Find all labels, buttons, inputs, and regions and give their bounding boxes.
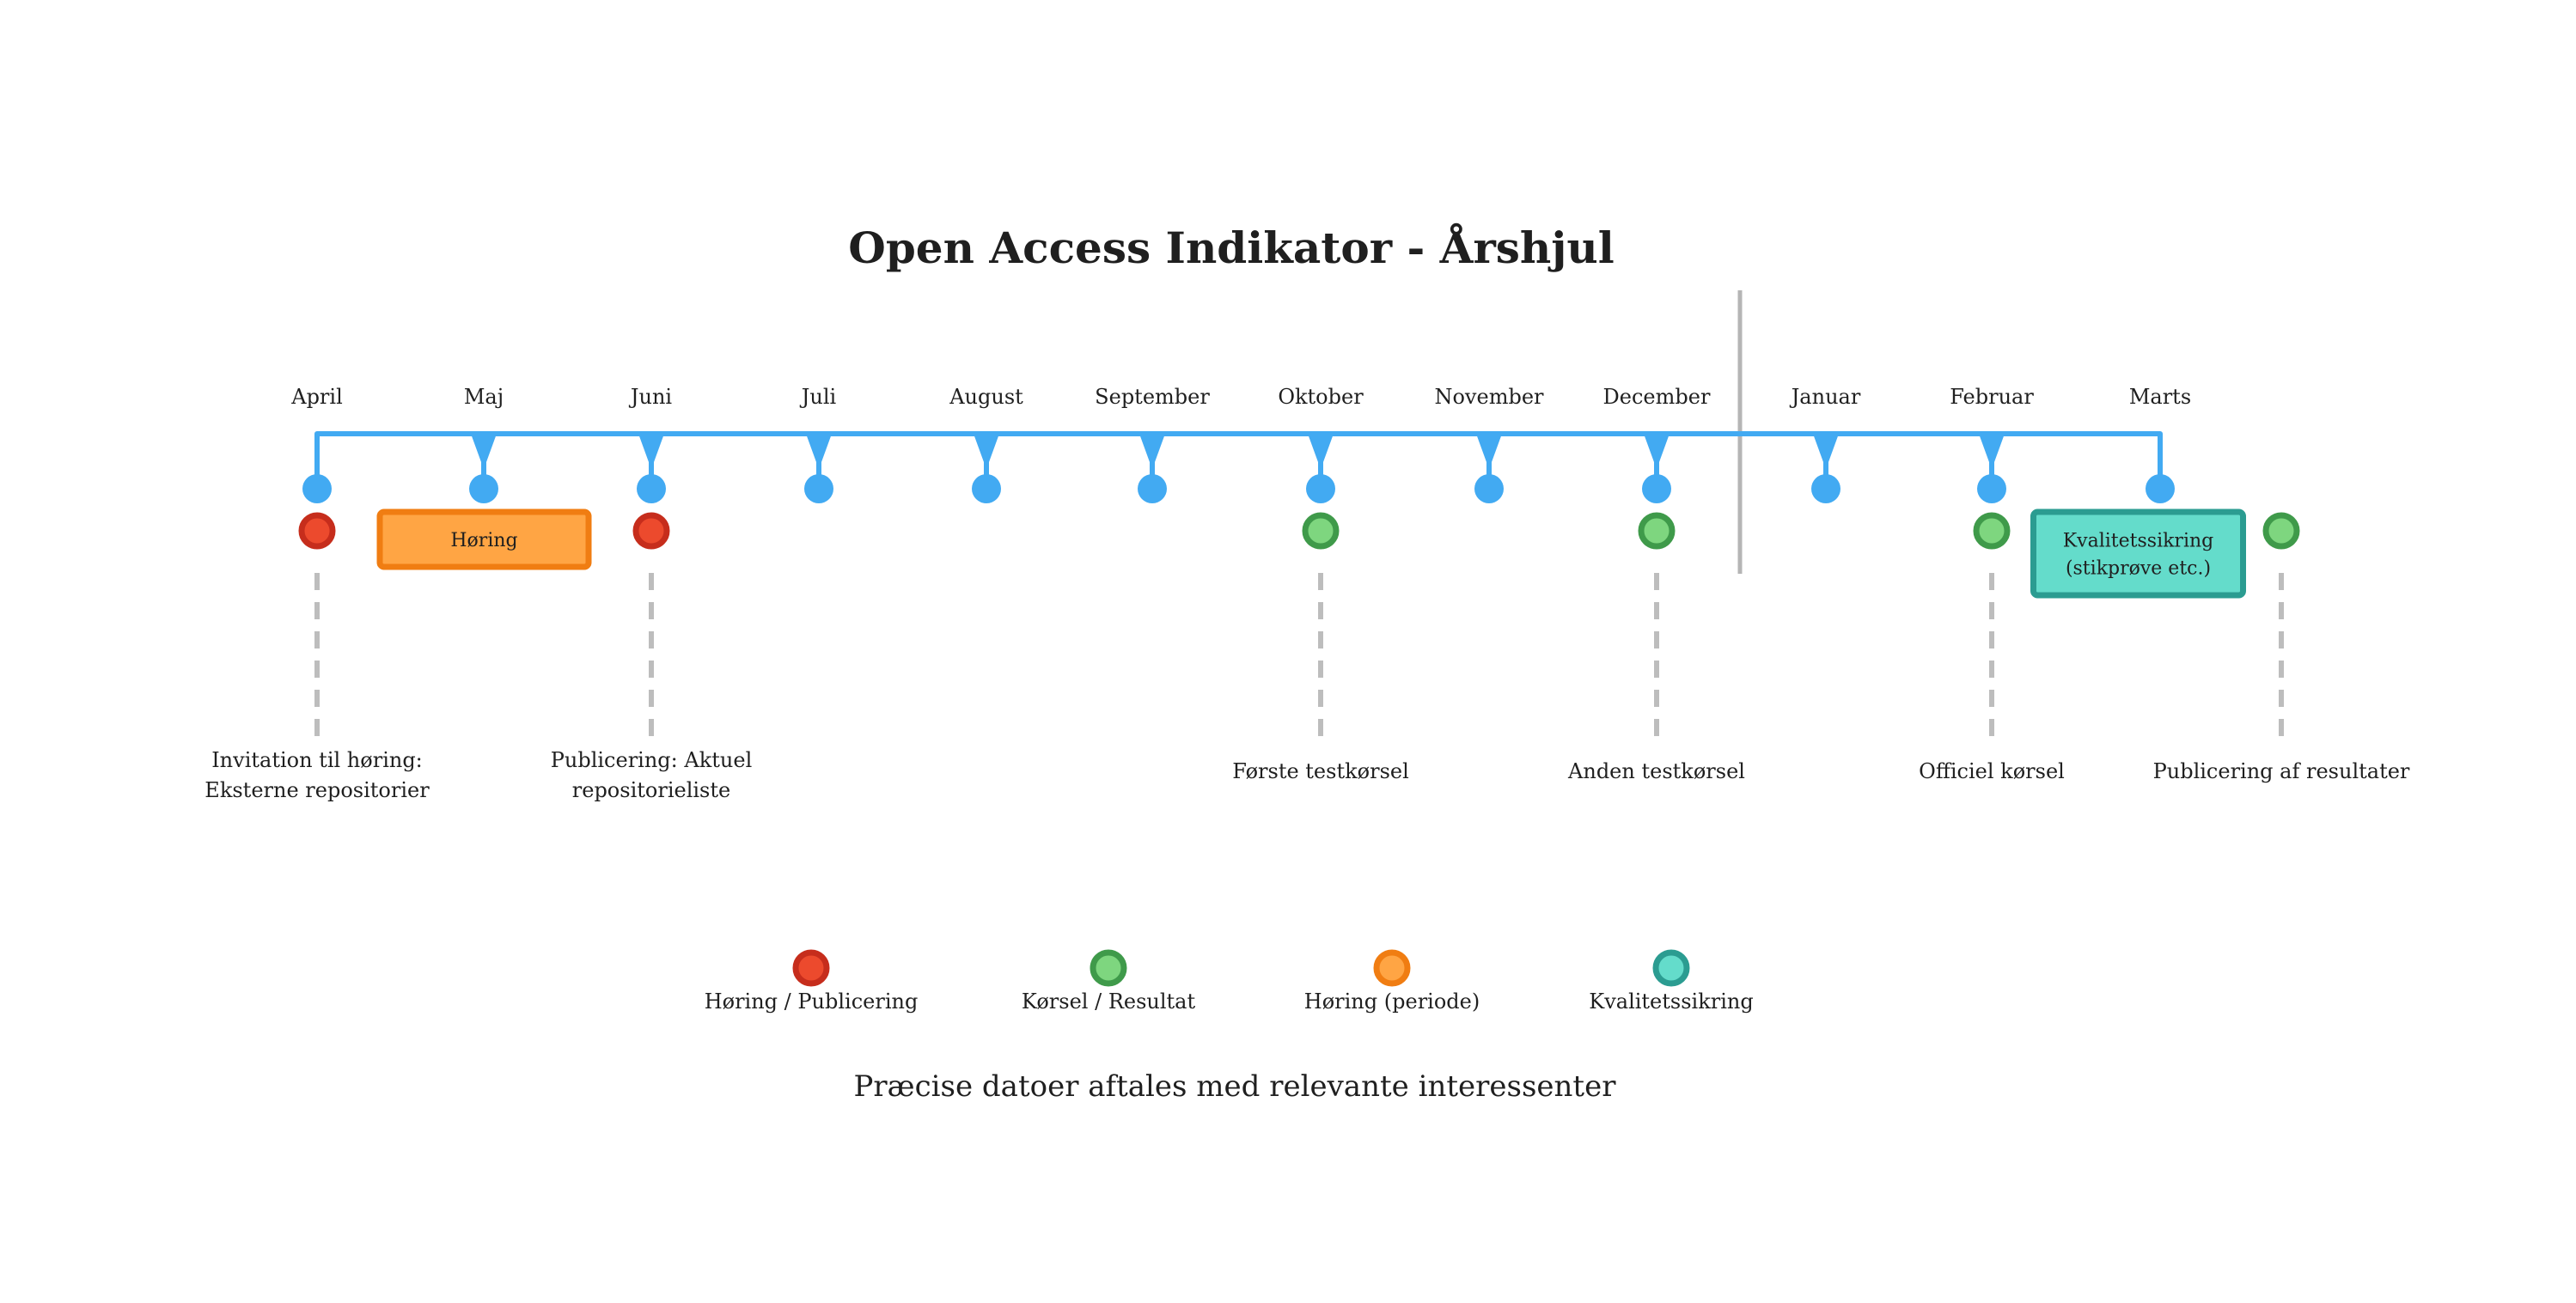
legend-swatch (792, 949, 830, 987)
month-dot (469, 474, 498, 503)
event-label: repositorieliste (572, 778, 730, 802)
legend-swatch (1652, 949, 1690, 987)
event-anden-testkorsel: Anden testkørsel (1567, 512, 1745, 783)
month-label: Oktober (1278, 385, 1364, 409)
month-dot (1474, 474, 1504, 503)
period-label: Kvalitetssikring (2063, 531, 2214, 552)
month-dot (1977, 474, 2006, 503)
event-officiel-korsel: Officiel kørsel (1919, 512, 2065, 783)
event-marker (298, 512, 336, 550)
period-box (2030, 508, 2246, 599)
month-label: Juni (628, 385, 673, 409)
month-november: November (1434, 385, 1544, 503)
month-label: December (1603, 385, 1711, 409)
event-label: Anden testkørsel (1567, 759, 1745, 783)
event-label: Invitation til høring: (211, 748, 423, 772)
month-dot (1811, 474, 1840, 503)
legend-label: Høring (periode) (1304, 989, 1480, 1014)
period-horing: Høring (376, 508, 592, 570)
event-marker (1302, 512, 1340, 550)
event-label: Publicering: Aktuel (551, 748, 753, 772)
month-dot (1642, 474, 1671, 503)
month-juni: Juni (628, 385, 673, 503)
month-tick (471, 434, 497, 489)
month-dot (1306, 474, 1335, 503)
month-dot (1138, 474, 1167, 503)
month-label: Februar (1950, 385, 2034, 409)
month-label: Juli (799, 385, 837, 409)
month-tick (638, 434, 664, 489)
timeline: April Maj Juni Juli August September Oktober No… (290, 385, 2191, 503)
event-forste-testkorsel: Første testkørsel (1232, 512, 1409, 783)
timeline-line (314, 431, 2163, 489)
month-tick (1979, 434, 2005, 489)
month-tick (974, 434, 999, 489)
month-tick (1644, 434, 1670, 489)
legend-swatch (1090, 949, 1127, 987)
event-publicering-af-resultater: Publicering af resultater (2153, 512, 2410, 783)
month-tick (1813, 434, 1839, 489)
month-december: December (1603, 385, 1711, 503)
legend-swatch (1373, 949, 1411, 987)
month-label: April (290, 385, 343, 409)
event-marker (632, 512, 670, 550)
period-label: Høring (450, 530, 517, 551)
event-marker (1973, 512, 2011, 550)
month-dot (637, 474, 666, 503)
month-label: August (949, 385, 1023, 409)
period-kvalitetssikring-stikprove-etc: Kvalitetssikring (stikprøve etc.) (2030, 508, 2246, 599)
event-label: Eksterne repositorier (204, 778, 430, 802)
month-dot (804, 474, 833, 503)
month-tick (806, 434, 832, 489)
events: Invitation til høring: Eksterne repositor… (204, 508, 2410, 802)
month-tick (1308, 434, 1334, 489)
event-label: Første testkørsel (1232, 759, 1409, 783)
month-marts: Marts (2129, 385, 2191, 503)
period-box (376, 508, 592, 570)
diagram-title: Open Access Indikator - Årshjul (848, 222, 1614, 273)
month-label: September (1095, 385, 1210, 409)
legend-label: Høring / Publicering (705, 989, 919, 1014)
legend-label: Kørsel / Resultat (1022, 989, 1196, 1014)
legend-label: Kvalitetssikring (1589, 989, 1753, 1014)
month-label: Januar (1789, 385, 1861, 409)
month-juli: Juli (799, 385, 837, 503)
month-tick (1139, 434, 1165, 489)
month-label: Maj (464, 385, 504, 409)
month-dot (2146, 474, 2175, 503)
month-september: September (1095, 385, 1210, 503)
period-label: (stikprøve etc.) (2066, 558, 2211, 580)
month-februar: Februar (1950, 385, 2034, 503)
event-marker (2262, 512, 2300, 550)
legend-item-horing-periode: Høring (periode) (1304, 949, 1480, 1014)
legend-item-horing-publicering: Høring / Publicering (705, 949, 919, 1014)
month-august: August (949, 385, 1023, 503)
month-tick (1476, 434, 1502, 489)
legend: Høring / Publicering Kørsel / Resultat Hør… (705, 949, 1754, 1014)
event-publicering-aktuel-repositorieliste: Publicering: Aktuel repositorieliste (551, 512, 753, 802)
month-label: November (1434, 385, 1544, 409)
event-label: Publicering af resultater (2153, 759, 2410, 783)
month-dot (302, 474, 332, 503)
month-oktober: Oktober (1278, 385, 1364, 503)
event-invitation-til-horing-eksterne-repositorier: Invitation til høring: Eksterne repositor… (204, 512, 430, 802)
month-maj: Maj (464, 385, 504, 503)
legend-item-kvalitetssikring: Kvalitetssikring (1589, 949, 1754, 1014)
event-marker (1638, 512, 1676, 550)
month-label: Marts (2129, 385, 2191, 409)
month-april: April (290, 385, 343, 503)
footnote: Præcise datoer aftales med relevante int… (854, 1069, 1617, 1104)
month-dot (972, 474, 1001, 503)
event-label: Officiel kørsel (1919, 759, 2065, 783)
month-januar: Januar (1789, 385, 1861, 503)
legend-item-korsel-resultat: Kørsel / Resultat (1022, 949, 1196, 1014)
